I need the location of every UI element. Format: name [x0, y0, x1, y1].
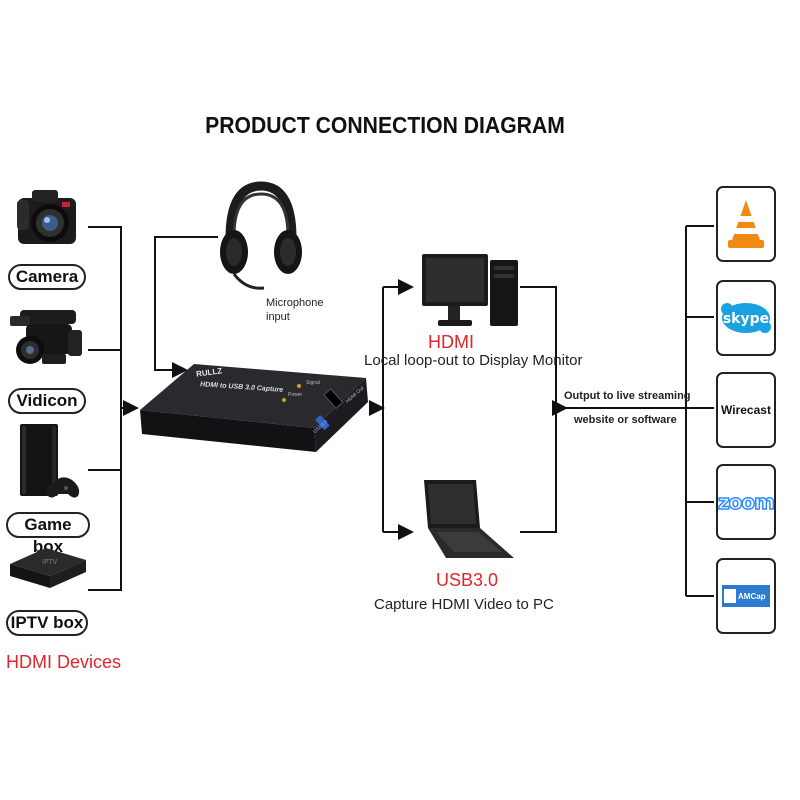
device-label-camera: Camera [8, 264, 86, 290]
pc-heading: USB3.0 [436, 570, 499, 590]
laptop-icon [418, 476, 518, 566]
skype-logo-text: skype [723, 311, 769, 327]
camera-icon [12, 186, 82, 248]
camcorder-icon [6, 300, 88, 372]
app-wirecast: Wirecast [716, 372, 776, 448]
output-label-line1: Output to live streaming [564, 390, 691, 402]
app-vlc [716, 186, 776, 262]
game-console-icon [14, 420, 84, 502]
headset-icon [216, 176, 306, 296]
microphone-input-label: Microphone input [266, 297, 324, 323]
app-skype: skype [716, 280, 776, 356]
device-label-iptv-box: IPTV box [6, 610, 88, 636]
amcap-label: AMCap [738, 591, 766, 601]
skype-icon: skype [721, 303, 771, 333]
app-zoom: zoom [716, 464, 776, 540]
device-label-game-box: Game box [6, 512, 90, 556]
capture-device [134, 356, 374, 466]
diagram-title: PRODUCT CONNECTION DIAGRAM [205, 112, 565, 138]
device-led-power: Power [288, 392, 303, 398]
amcap-icon: AMCap [722, 585, 770, 607]
zoom-icon: zoom [717, 489, 775, 515]
amcap-logo-square [724, 589, 736, 603]
app-amcap: AMCap [716, 558, 776, 634]
monitor-icon [420, 250, 520, 334]
hdmi-devices-caption: HDMI Devices [6, 652, 122, 672]
svg-text:IPTV: IPTV [42, 558, 58, 566]
monitor-heading: HDMI [428, 332, 474, 352]
monitor-caption: Local loop-out to Display Monitor [364, 352, 583, 369]
output-label-line2: website or software [574, 414, 677, 426]
iptv-box-icon: IPTV [6, 542, 90, 592]
device-label-vidicon: Vidicon [8, 388, 86, 414]
wirecast-icon: Wirecast [721, 403, 771, 417]
device-led-signal: Signal [306, 380, 320, 386]
vlc-icon [728, 200, 764, 248]
pc-caption: Capture HDMI Video to PC [374, 596, 554, 613]
